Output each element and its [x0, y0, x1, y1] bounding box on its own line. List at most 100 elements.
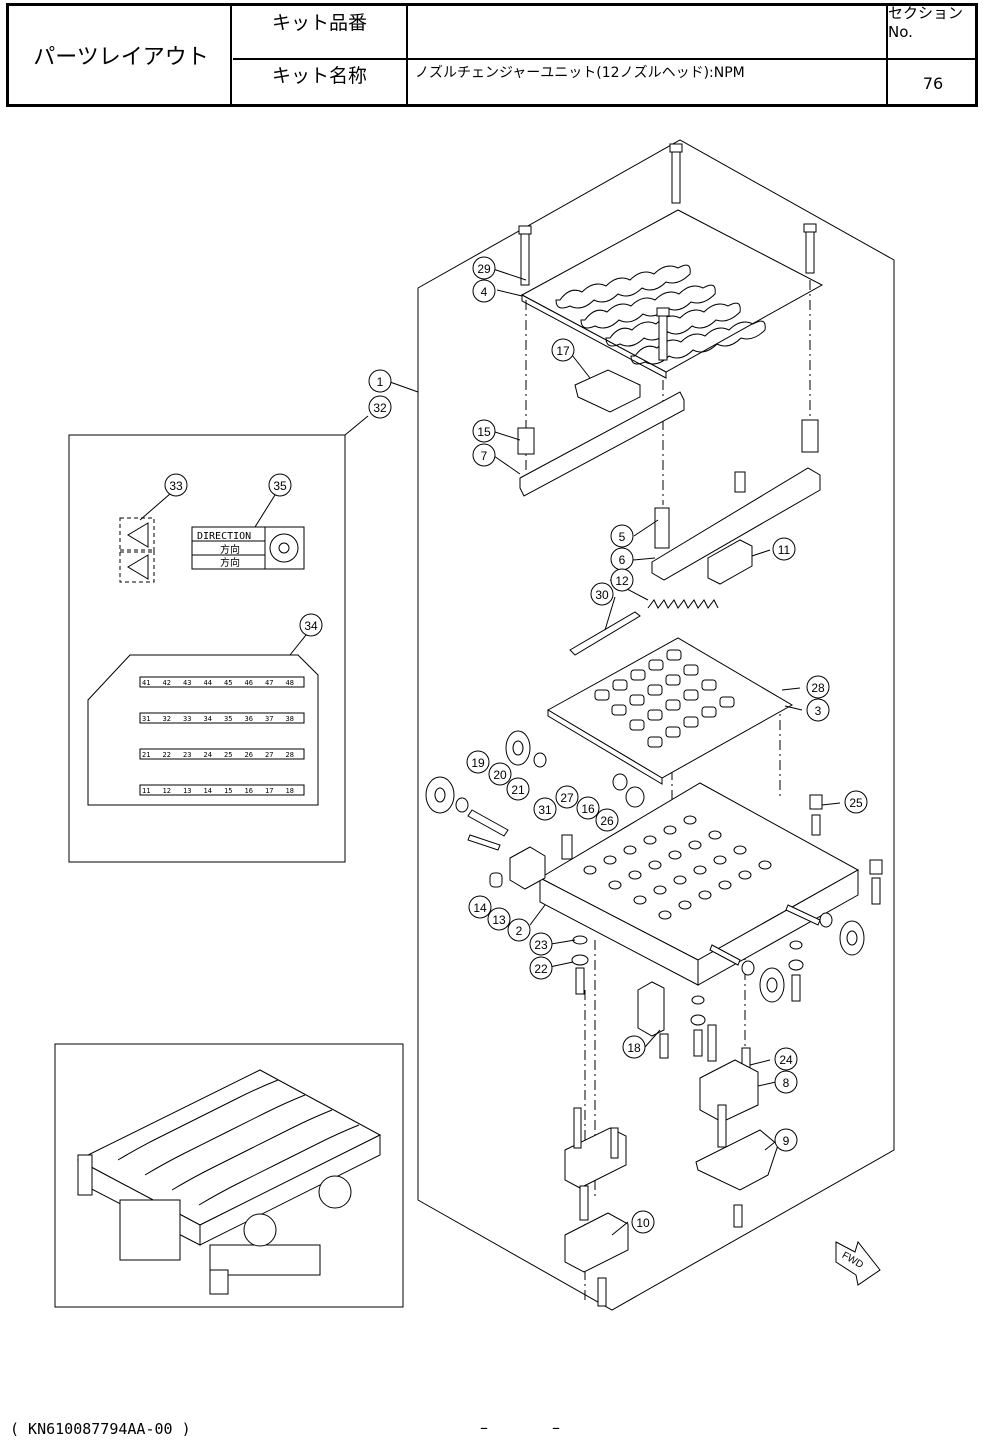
- strip-number: 12: [163, 787, 171, 795]
- pocket-plate: [548, 638, 792, 784]
- strip-number: 28: [286, 751, 294, 759]
- balloon-14: 14: [469, 896, 491, 918]
- balloon-label: 24: [779, 1053, 793, 1067]
- strip-number: 27: [265, 751, 273, 759]
- balloon-label: 4: [481, 285, 488, 299]
- page-dash-left: –: [480, 1418, 488, 1437]
- balloon-label: 5: [619, 530, 626, 544]
- balloon-label: 30: [595, 588, 609, 602]
- balloon-31: 31: [534, 798, 556, 820]
- fwd-arrow: FWD: [836, 1242, 880, 1285]
- strip-number: 22: [163, 751, 171, 759]
- balloon-29: 29: [473, 257, 495, 279]
- strip-number: 24: [204, 751, 212, 759]
- balloon-label: 19: [471, 756, 485, 770]
- balloon-17: 17: [552, 339, 574, 361]
- balloon-label: 26: [600, 814, 614, 828]
- balloon-12: 12: [611, 569, 633, 591]
- strip-number: 34: [204, 715, 212, 723]
- balloon-label: 17: [556, 344, 570, 358]
- balloon-label: 7: [481, 449, 488, 463]
- balloon-24: 24: [775, 1048, 797, 1070]
- balloon-label: 33: [169, 479, 183, 493]
- balloon-label: 25: [849, 796, 863, 810]
- strip-number: 16: [245, 787, 253, 795]
- strip-number: 38: [286, 715, 294, 723]
- balloon-23: 23: [530, 933, 552, 955]
- balloon-label: 31: [538, 803, 552, 817]
- balloon-11: 11: [773, 538, 795, 560]
- strip-number: 23: [183, 751, 191, 759]
- balloon-label: 23: [534, 938, 548, 952]
- strip-number: 13: [183, 787, 191, 795]
- strip-number: 25: [224, 751, 232, 759]
- balloon-35: 35: [269, 474, 291, 496]
- assembly-illustration: [78, 1070, 380, 1294]
- balloon-9: 9: [775, 1129, 797, 1151]
- accessory-box: [69, 435, 345, 862]
- balloon-label: 28: [811, 681, 825, 695]
- balloon-16: 16: [577, 797, 599, 819]
- strip-number: 15: [224, 787, 232, 795]
- strip-number: 41: [142, 679, 150, 687]
- doc-code: ( KN610087794AA-00 ): [10, 1420, 191, 1438]
- strip-number: 31: [142, 715, 150, 723]
- strip-number: 47: [265, 679, 273, 687]
- balloon-label: 2: [516, 924, 523, 938]
- balloon-label: 6: [619, 553, 626, 567]
- balloon-label: 9: [783, 1134, 790, 1148]
- direction-jp1: 方向: [220, 543, 240, 556]
- balloon-27: 27: [556, 786, 578, 808]
- balloon-34: 34: [300, 614, 322, 636]
- balloon-26: 26: [596, 809, 618, 831]
- strip-number: 36: [245, 715, 253, 723]
- balloon-20: 20: [489, 763, 511, 785]
- balloon-1: 1: [369, 370, 391, 392]
- balloon-21: 21: [507, 778, 529, 800]
- balloon-label: 16: [581, 802, 595, 816]
- balloon-30: 30: [591, 583, 613, 605]
- balloon-25: 25: [845, 791, 867, 813]
- strip-number: 26: [245, 751, 253, 759]
- balloon-label: 22: [534, 962, 548, 976]
- strip-number: 21: [142, 751, 150, 759]
- balloon-22: 22: [530, 957, 552, 979]
- balloon-label: 27: [560, 791, 574, 805]
- strip-number: 18: [286, 787, 294, 795]
- balloon-label: 11: [778, 543, 791, 557]
- balloon-32: 32: [369, 396, 391, 418]
- strip-number: 32: [163, 715, 171, 723]
- balloon-label: 35: [273, 479, 287, 493]
- balloon-label: 29: [477, 262, 491, 276]
- strip-number: 14: [204, 787, 212, 795]
- balloon-3: 3: [807, 699, 829, 721]
- balloon-label: 15: [477, 425, 491, 439]
- balloon-label: 1: [377, 375, 384, 389]
- balloon-label: 10: [636, 1216, 650, 1230]
- strip-number: 35: [224, 715, 232, 723]
- balloon-4: 4: [473, 280, 495, 302]
- strip-number: 48: [286, 679, 294, 687]
- page-dash-right: –: [552, 1418, 560, 1437]
- balloon-5: 5: [611, 525, 633, 547]
- strip-number: 42: [163, 679, 171, 687]
- balloon-18: 18: [623, 1036, 645, 1058]
- balloon-label: 13: [492, 913, 506, 927]
- direction-jp2: 方向: [220, 556, 240, 569]
- balloon-2: 2: [508, 919, 530, 941]
- balloon-label: 32: [373, 401, 387, 415]
- balloon-15: 15: [473, 420, 495, 442]
- balloon-33: 33: [165, 474, 187, 496]
- strip-number: 43: [183, 679, 191, 687]
- balloon-7: 7: [473, 444, 495, 466]
- balloon-10: 10: [632, 1211, 654, 1233]
- balloon-13: 13: [488, 908, 510, 930]
- balloon-28: 28: [807, 676, 829, 698]
- direction-text: DIRECTION: [197, 531, 251, 542]
- strip-number: 44: [204, 679, 212, 687]
- balloon-label: 34: [304, 619, 318, 633]
- balloon-label: 20: [493, 768, 507, 782]
- strip-number: 46: [245, 679, 253, 687]
